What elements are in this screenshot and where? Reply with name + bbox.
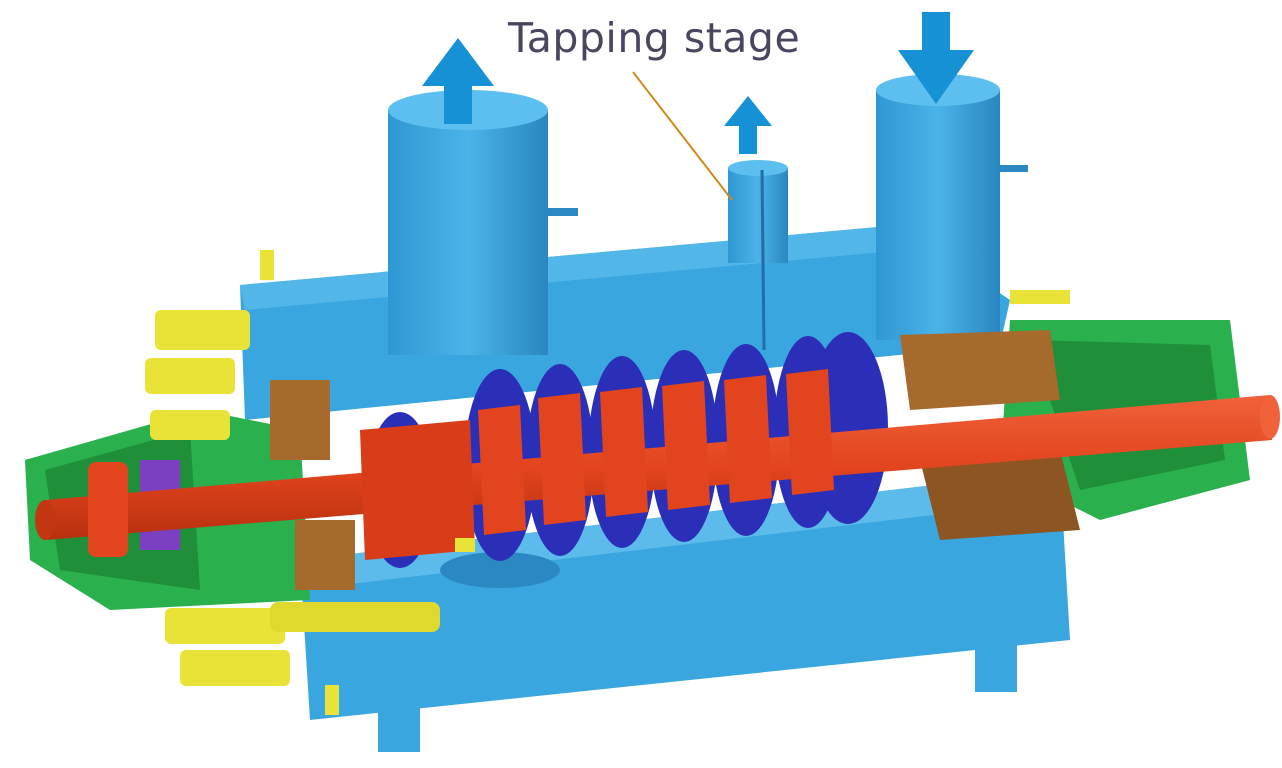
support-leg-left [378,700,420,752]
tapping-stage-leader-line [632,71,733,201]
outlet-nozzle [388,110,548,355]
inlet-arrow [898,12,974,104]
support-leg-right [975,630,1017,692]
tapping-nozzle [728,168,788,263]
upper-casing [240,74,1028,420]
rotor-shaft [35,395,1280,560]
inlet-nozzle [876,90,1000,340]
tapping-arrow [724,96,772,154]
fittings [145,250,1070,715]
left-seal [270,380,355,590]
tapping-stage-label: Tapping stage [508,14,801,62]
outlet-arrow [422,38,494,124]
impeller-hubs [478,369,834,535]
right-seal [900,330,1080,540]
